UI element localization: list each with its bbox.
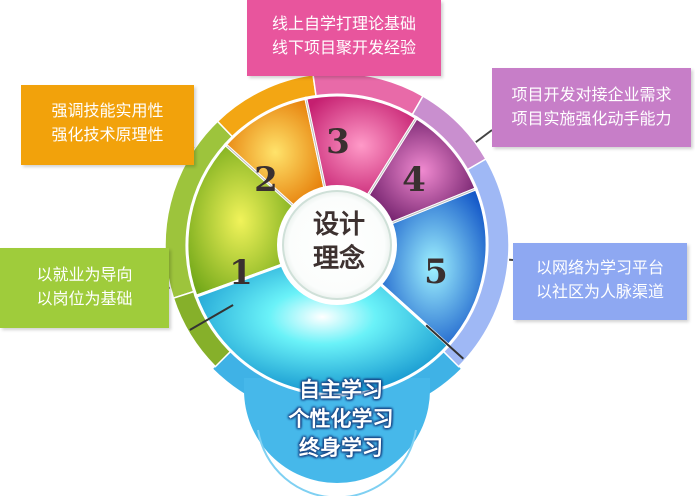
ring-tick [425, 324, 465, 360]
segment-divider [392, 189, 475, 223]
bottom-line1: 自主学习 [299, 378, 383, 402]
wheel [164, 72, 510, 496]
callout-top-line1: 线上自学打理论基础 [271, 14, 416, 33]
segment-number-3: 3 [326, 122, 350, 162]
callout-right-upper: 项目开发对接企业需求 项目实施强化动手能力 [492, 68, 691, 147]
callout-left-lower-line2: 以岗位为基础 [36, 289, 133, 308]
bottom-semicircle [244, 378, 430, 483]
bottom-learning-text: 自主学习 个性化学习 终身学习 [241, 376, 441, 463]
callout-left-upper: 强调技能实用性 强化技术原理性 [21, 85, 194, 165]
segment-divider [368, 119, 416, 195]
segment-number-2: 2 [254, 160, 278, 200]
center-title-line2: 理念 [312, 244, 365, 274]
segment-divider [305, 100, 326, 187]
callout-top-line2: 线下项目聚开发经验 [271, 38, 416, 57]
callout-left-lower-line1: 以就业为导向 [36, 265, 133, 284]
bottom-line3: 终身学习 [299, 436, 383, 460]
callout-left-lower: 以就业为导向 以岗位为基础 [0, 248, 169, 328]
callout-left-upper-line1: 强调技能实用性 [51, 101, 164, 120]
ring-tick [189, 304, 234, 331]
bottom-inner-arc [257, 429, 417, 496]
segment-number-4: 4 [402, 160, 426, 200]
bottom-line2: 个性化学习 [288, 407, 394, 431]
segment-divider [226, 145, 293, 206]
callout-right-lower-line1: 以网络为学习平台 [535, 258, 664, 277]
callout-right-lower: 以网络为学习平台 以社区为人脉渠道 [513, 243, 687, 320]
segment-number-5: 5 [424, 252, 448, 292]
center-title: 设计 理念 [285, 208, 393, 276]
center-title-line1: 设计 [312, 210, 365, 240]
callout-right-upper-line2: 项目实施强化动手能力 [511, 109, 672, 128]
callout-right-lower-line2: 以社区为人脉渠道 [535, 282, 664, 301]
center-circle [282, 190, 392, 300]
callout-top: 线上自学打理论基础 线下项目聚开发经验 [247, 0, 441, 76]
callout-right-upper-line1: 项目开发对接企业需求 [511, 85, 672, 104]
callout-left-upper-line2: 强化技术原理性 [51, 125, 164, 144]
segment-number-1: 1 [229, 253, 253, 293]
